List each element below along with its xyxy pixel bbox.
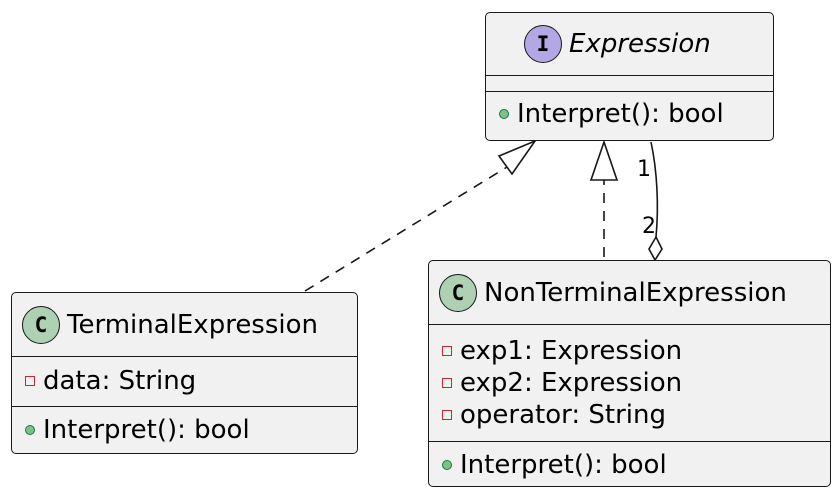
public-visibility-icon bbox=[499, 109, 509, 119]
aggregation-line bbox=[650, 141, 659, 238]
multiplicity-target: 2 bbox=[642, 214, 656, 239]
method-text: Interpret(): bool bbox=[517, 99, 724, 129]
private-visibility-icon bbox=[442, 346, 452, 356]
attributes-divider bbox=[486, 75, 773, 76]
method-row: Interpret(): bool bbox=[12, 414, 357, 446]
attributes-divider bbox=[429, 324, 830, 325]
class-box-terminal-expression[interactable]: C TerminalExpression data: String Interp… bbox=[11, 292, 358, 454]
class-header: C NonTerminalExpression bbox=[429, 261, 830, 324]
public-visibility-icon bbox=[25, 425, 35, 435]
attribute-row: exp1: Expression bbox=[429, 335, 830, 367]
attribute-row: operator: String bbox=[429, 399, 830, 431]
nonterminal-realization-arrowhead bbox=[589, 139, 619, 181]
attribute-text: exp1: Expression bbox=[460, 336, 683, 366]
class-icon: C bbox=[439, 273, 477, 312]
aggregation-diamond bbox=[648, 235, 663, 262]
class-name: NonTerminalExpression bbox=[484, 277, 787, 308]
method-text: Interpret(): bool bbox=[43, 415, 250, 445]
public-visibility-icon bbox=[442, 460, 452, 470]
method-text: Interpret(): bool bbox=[460, 450, 667, 480]
terminal-realization-line bbox=[304, 163, 513, 292]
attribute-text: data: String bbox=[43, 366, 197, 396]
private-visibility-icon bbox=[442, 378, 452, 388]
attribute-row: exp2: Expression bbox=[429, 367, 830, 399]
class-header: C TerminalExpression bbox=[12, 293, 357, 356]
class-box-expression[interactable]: I Expression Interpret(): bool bbox=[485, 12, 774, 141]
class-icon: C bbox=[22, 305, 60, 344]
attribute-row: data: String bbox=[12, 365, 357, 397]
class-name: Expression bbox=[569, 29, 711, 59]
method-row: Interpret(): bool bbox=[429, 449, 830, 481]
methods-divider bbox=[429, 441, 830, 442]
methods-divider bbox=[12, 406, 357, 407]
attribute-text: exp2: Expression bbox=[460, 368, 683, 398]
multiplicity-source: 1 bbox=[637, 157, 651, 182]
interface-icon: I bbox=[524, 25, 562, 63]
private-visibility-icon bbox=[442, 410, 452, 420]
class-header: I Expression bbox=[486, 13, 773, 75]
private-visibility-icon bbox=[25, 376, 35, 386]
class-box-nonterminal-expression[interactable]: C NonTerminalExpression exp1: Expression… bbox=[428, 260, 831, 487]
class-name: TerminalExpression bbox=[67, 309, 319, 340]
methods-divider bbox=[486, 91, 773, 92]
attributes-divider bbox=[12, 356, 357, 357]
method-row: Interpret(): bool bbox=[486, 98, 773, 130]
terminal-realization-arrowhead bbox=[497, 139, 538, 176]
attribute-text: operator: String bbox=[460, 400, 666, 430]
